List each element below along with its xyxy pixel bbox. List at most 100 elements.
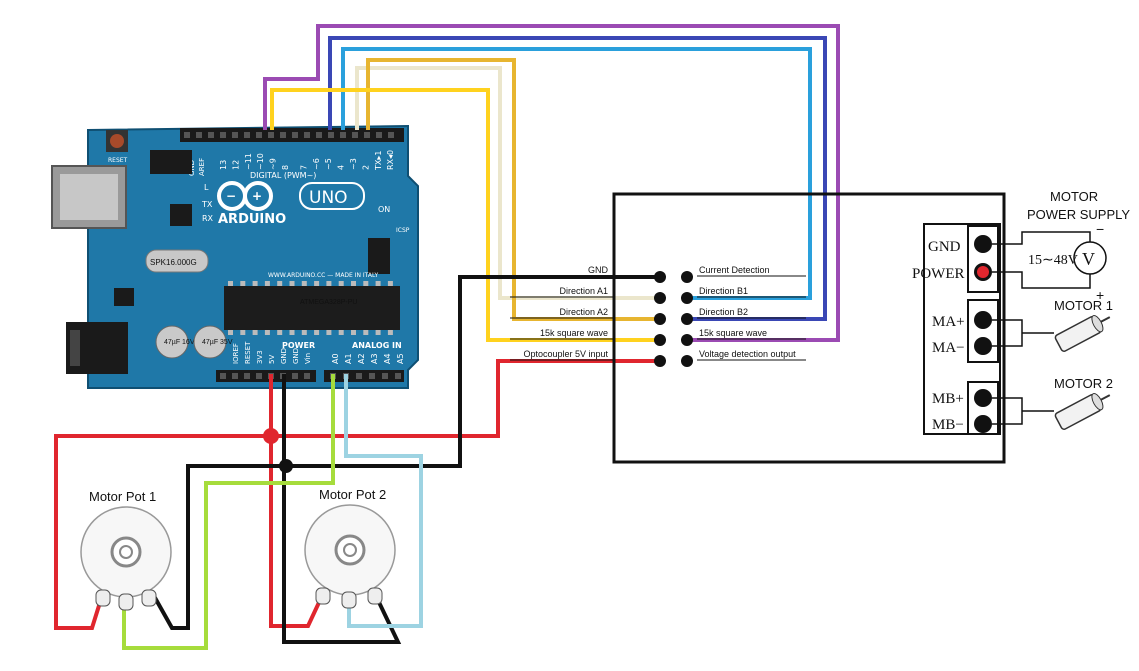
wire-lightblue: [344, 374, 423, 628]
driver-left-pin: [654, 292, 666, 304]
motor-power-supply: MOTOR POWER SUPPLY V 15∼48V − +: [992, 189, 1130, 303]
svg-text:RESET: RESET: [108, 157, 128, 164]
website-label: WWW.ARDUINO.CC — MADE IN ITALY: [268, 272, 379, 279]
power-pin-label: IOREF: [232, 343, 240, 364]
power-pin-label: RESET: [244, 341, 252, 364]
wire-red-supply: [269, 359, 660, 438]
driver-right-pin-label: 15k square wave: [699, 328, 767, 338]
analog-pin-label: A5: [396, 353, 405, 364]
wire-purple: [263, 24, 840, 342]
digital-pin-label: 4: [337, 165, 346, 170]
driver-right-pin: [681, 355, 693, 367]
junction-red: [263, 428, 279, 444]
analog-pin-label: A0: [331, 353, 340, 364]
supply-plus: +: [1096, 287, 1104, 303]
capacitor-1: [155, 325, 189, 359]
power-pin-label: 5V: [268, 355, 276, 364]
digital-pin-label: ~5: [324, 158, 333, 170]
driver-left-pin-label: GND: [588, 265, 609, 275]
wire-navy: [328, 36, 827, 321]
voltmeter-icon: [1073, 241, 1107, 275]
pot-2-label: Motor Pot 2: [319, 487, 386, 502]
arduino-logo: − +: [217, 181, 273, 211]
motor-2-icon: [1054, 393, 1111, 430]
terminal-mb-minus: [974, 415, 992, 433]
terminal-label-ma-minus: MA−: [932, 340, 965, 356]
driver-left-pin: [654, 355, 666, 367]
analog-pin-label: A4: [383, 353, 392, 364]
terminal-label-gnd: GND: [928, 239, 961, 255]
terminal-label-ma-plus: MA+: [932, 314, 965, 330]
driver-right-pin: [681, 271, 693, 283]
wire-black-pot1: [152, 464, 284, 630]
power-header: [216, 370, 316, 382]
digital-pin-label: 2: [361, 165, 370, 170]
analog-pin-label: A1: [344, 353, 353, 364]
digital-pin-label: 13: [219, 160, 228, 170]
digital-label: DIGITAL (PWM~): [250, 171, 316, 180]
svg-text:AREF: AREF: [198, 158, 206, 176]
motor-1-label: MOTOR 1: [1054, 298, 1113, 313]
terminal-ma-plus: [974, 311, 992, 329]
arduino-model: UNO: [309, 188, 348, 208]
crystal: [145, 249, 209, 273]
terminal-gnd: [974, 235, 992, 253]
driver-left-pin-label: 15k square wave: [540, 328, 608, 338]
rx-label: RX: [202, 214, 214, 223]
terminal-label-mb-minus: MB−: [932, 417, 964, 433]
digital-pin-label: 8: [281, 165, 290, 170]
icsp-header: [368, 238, 390, 274]
digital-pin-label: ~10: [256, 153, 265, 170]
tx-label: TX: [201, 200, 213, 209]
svg-text:ATMEGA328P-PU: ATMEGA328P-PU: [300, 299, 357, 306]
wire-black-gnd: [282, 275, 660, 468]
driver-right-pin-label: Direction B1: [699, 286, 748, 296]
svg-text:+: +: [252, 189, 262, 203]
wire-lime: [122, 374, 335, 650]
wire-red-pot2: [269, 436, 324, 628]
digital-pin-label: ~6: [312, 158, 321, 170]
supply-minus: −: [1096, 221, 1104, 237]
supply-voltage: 15∼48V: [1028, 253, 1078, 268]
driver-left-pin-label: Direction A2: [559, 307, 608, 317]
digital-pin-label: ~11: [244, 153, 253, 170]
driver-right-pin: [681, 334, 693, 346]
arduino-uno-board: RESET DIGITAL (PWM~) AREF GND 1312~11~10…: [51, 124, 419, 389]
svg-text:47µF 35V: 47µF 35V: [202, 339, 233, 346]
svg-text:47µF 16V: 47µF 16V: [164, 339, 195, 346]
supply-title-2: POWER SUPPLY: [1027, 207, 1130, 222]
svg-text:−: −: [226, 189, 236, 203]
power-pin-label: 3V3: [256, 350, 264, 364]
l-label: L: [204, 183, 209, 192]
driver-right-pin-label: Direction B2: [699, 307, 748, 317]
svg-text:V: V: [1082, 249, 1095, 269]
terminal-mb-plus: [974, 389, 992, 407]
terminal-ma-minus: [974, 337, 992, 355]
svg-text:SPK16.000G: SPK16.000G: [150, 258, 197, 267]
analog-pin-label: A2: [357, 353, 366, 364]
pot-1-icon: [80, 506, 172, 611]
terminal-label-mb-plus: MB+: [932, 391, 964, 407]
power-pin-label: GND: [292, 348, 300, 364]
atmega-chip: [224, 286, 400, 330]
motors: MOTOR 1 MOTOR 2: [992, 298, 1113, 430]
wire-black-pot2: [282, 466, 402, 644]
junction-black: [279, 459, 293, 473]
power-pin-label: GND: [280, 348, 288, 364]
driver-left-pin: [654, 271, 666, 283]
driver-left-pin-label: Direction A1: [559, 286, 608, 296]
motor-1-icon: [1054, 315, 1111, 352]
driver-right-pin-label: Current Detection: [699, 265, 770, 275]
wire-sky: [341, 47, 812, 300]
pot-2-icon: [304, 504, 396, 609]
driver-left-pin-label: Optocoupler 5V input: [523, 349, 608, 359]
analog-pin-label: A3: [370, 353, 379, 364]
wire-gold: [366, 58, 660, 321]
driver-right-pin-label: Voltage detection output: [699, 349, 796, 359]
capacitor-2: [193, 325, 227, 359]
terminal-label-power: POWER: [912, 266, 965, 282]
wire-red-pot1: [54, 434, 271, 630]
driver-right-pin: [681, 292, 693, 304]
